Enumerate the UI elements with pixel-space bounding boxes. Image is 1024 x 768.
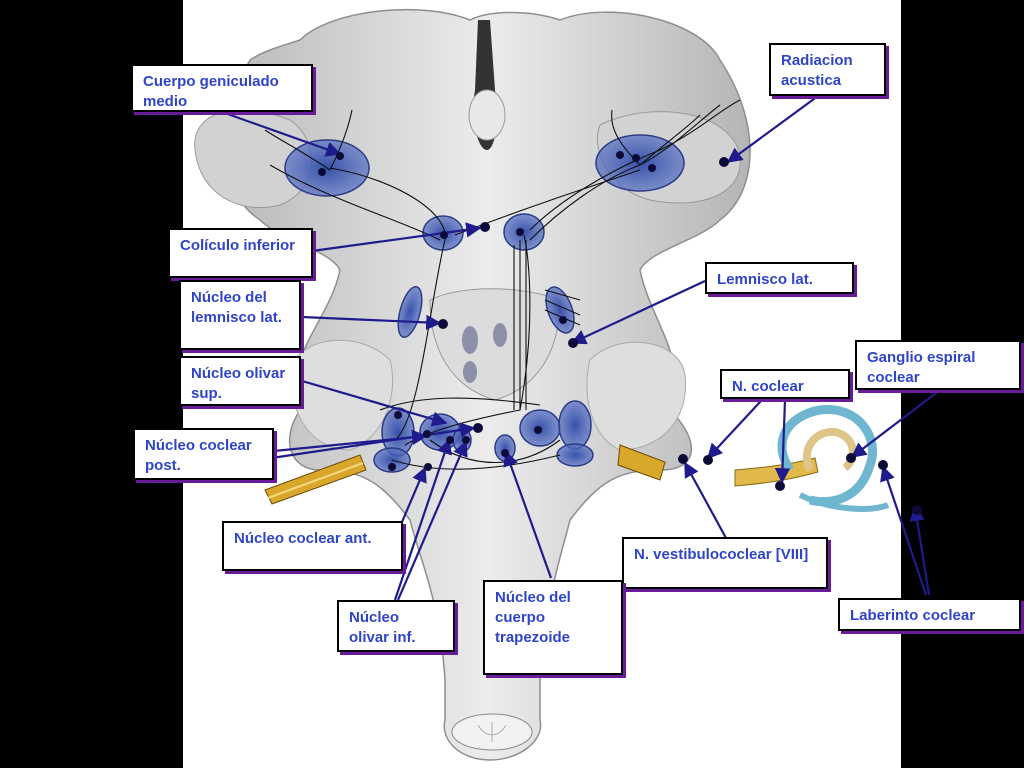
label-radiacion-acustica: Radiacion acustica bbox=[769, 43, 886, 96]
label-cuerpo-geniculado-medio: Cuerpo geniculado medio bbox=[131, 64, 313, 112]
label-n-vestibulococlear: N. vestibulococlear [VIII] bbox=[622, 537, 828, 589]
pointer-lines bbox=[221, 95, 941, 601]
label-nucleo-olivar-sup: Núcleo olivar sup. bbox=[179, 356, 301, 406]
label-ganglio-espiral-coclear: Ganglio espiral coclear bbox=[855, 340, 1021, 390]
label-nucleo-olivar-inf: Núcleo olivar inf. bbox=[337, 600, 455, 652]
label-lemnisco-lat: Lemnisco lat. bbox=[705, 262, 854, 294]
label-laberinto-coclear: Laberinto coclear bbox=[838, 598, 1021, 631]
brainstem-outline bbox=[194, 8, 751, 761]
label-nucleo-cuerpo-trapezoide: Núcleo del cuerpo trapezoide bbox=[483, 580, 623, 675]
label-nucleo-coclear-ant: Núcleo coclear ant. bbox=[222, 521, 403, 571]
label-n-coclear: N. coclear bbox=[720, 369, 850, 399]
label-nucleo-coclear-post: Núcleo coclear post. bbox=[133, 428, 274, 480]
nucleus-geniculate-right bbox=[595, 134, 685, 192]
cochlea-illustration bbox=[777, 405, 890, 512]
nucleus-lemniscus-left bbox=[397, 286, 423, 338]
nucleus-cochlear-right-b bbox=[556, 443, 594, 467]
nucleus-cochlear-right-a bbox=[558, 400, 592, 450]
label-coliculo-inferior: Colículo inferior bbox=[168, 228, 313, 278]
label-nucleo-lemnisco-lat: Núcleo del lemnisco lat. bbox=[179, 280, 301, 350]
nucleus-trapezoid bbox=[494, 434, 516, 462]
nucleus-lemniscus-right bbox=[545, 286, 575, 334]
pointer-dots bbox=[318, 151, 922, 515]
